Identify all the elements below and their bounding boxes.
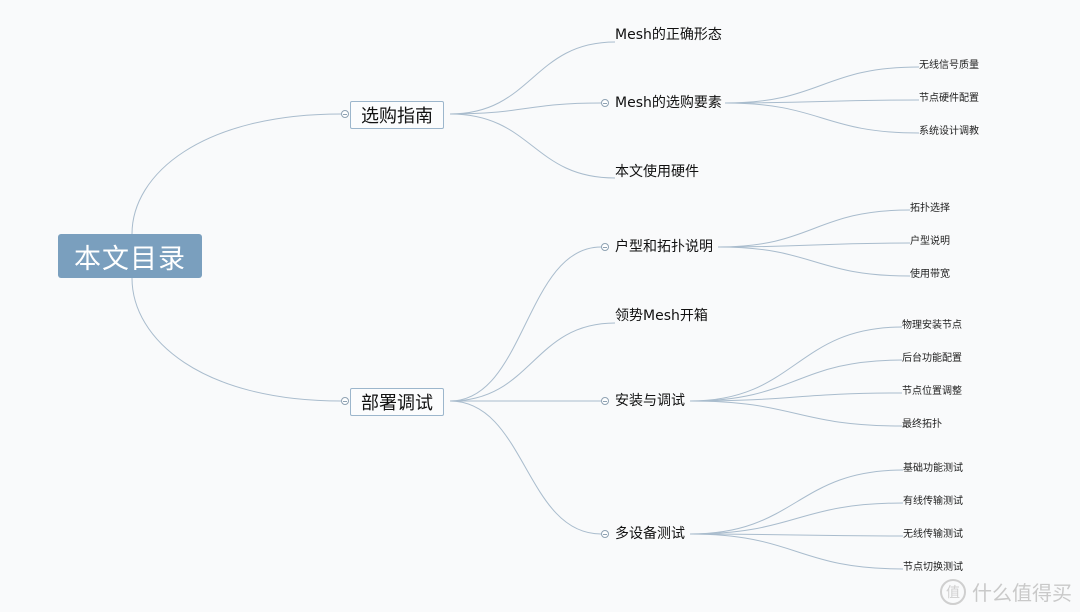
subtopic-node[interactable]: 无线传输测试	[903, 529, 963, 540]
connector-line	[449, 113, 616, 179]
subtopic-node[interactable]: 有线传输测试	[903, 496, 963, 507]
topic-node[interactable]: 户型和拓扑说明	[615, 239, 713, 255]
connector-line	[689, 392, 903, 402]
topic-node[interactable]: 本文使用硬件	[615, 164, 699, 180]
connector-line	[689, 502, 904, 535]
connector-line	[449, 322, 616, 402]
subtopic-node[interactable]: 拓扑选择	[910, 203, 950, 214]
connector-line	[449, 41, 616, 115]
connector-line	[689, 533, 904, 537]
collapse-toggle-icon[interactable]	[601, 99, 609, 107]
connector-line	[689, 533, 904, 570]
subtopic-node[interactable]: 最终拓扑	[902, 419, 942, 430]
connector-line	[449, 102, 602, 115]
collapse-toggle-icon[interactable]	[341, 110, 349, 118]
subtopic-node[interactable]: 物理安装节点	[902, 320, 962, 331]
subtopic-node[interactable]: 节点硬件配置	[919, 93, 979, 104]
collapse-toggle-icon[interactable]	[601, 243, 609, 251]
connector-line	[724, 102, 920, 134]
connector-line	[717, 209, 911, 248]
subtopic-node[interactable]: 系统设计调教	[919, 126, 979, 137]
topic-node[interactable]: 安装与调试	[615, 393, 685, 409]
connector-line	[689, 359, 903, 402]
connector-line	[449, 400, 602, 535]
connector-line	[689, 326, 903, 402]
watermark: 值 什么值得买	[940, 577, 1072, 606]
connector-line	[449, 246, 602, 402]
subtopic-node[interactable]: 基础功能测试	[903, 463, 963, 474]
connector-line	[717, 242, 911, 248]
subtopic-node[interactable]: 使用带宽	[910, 269, 950, 280]
subtopic-node[interactable]: 后台功能配置	[902, 353, 962, 364]
connector-line	[724, 66, 920, 104]
topic-node[interactable]: Mesh的选购要素	[615, 95, 722, 111]
root-node[interactable]: 本文目录	[58, 234, 202, 278]
connector-line	[131, 277, 342, 402]
subtopic-node[interactable]: 无线信号质量	[919, 60, 979, 71]
collapse-toggle-icon[interactable]	[601, 397, 609, 405]
collapse-toggle-icon[interactable]	[341, 397, 349, 405]
watermark-text: 什么值得买	[972, 581, 1072, 605]
topic-node[interactable]: 领势Mesh开箱	[615, 308, 708, 324]
connector-line	[131, 113, 342, 235]
subtopic-node[interactable]: 户型说明	[910, 236, 950, 247]
connector-line	[724, 99, 920, 104]
connector-line	[689, 400, 903, 427]
zhi-icon: 值	[940, 578, 966, 605]
branch-node-selection-guide[interactable]: 选购指南	[350, 101, 444, 129]
connector-line	[689, 469, 904, 535]
branch-node-deployment[interactable]: 部署调试	[350, 388, 444, 416]
subtopic-node[interactable]: 节点切换测试	[903, 562, 963, 573]
connector-line	[717, 246, 911, 277]
topic-node[interactable]: 多设备测试	[615, 526, 685, 542]
collapse-toggle-icon[interactable]	[601, 530, 609, 538]
topic-node[interactable]: Mesh的正确形态	[615, 27, 722, 43]
subtopic-node[interactable]: 节点位置调整	[902, 386, 962, 397]
